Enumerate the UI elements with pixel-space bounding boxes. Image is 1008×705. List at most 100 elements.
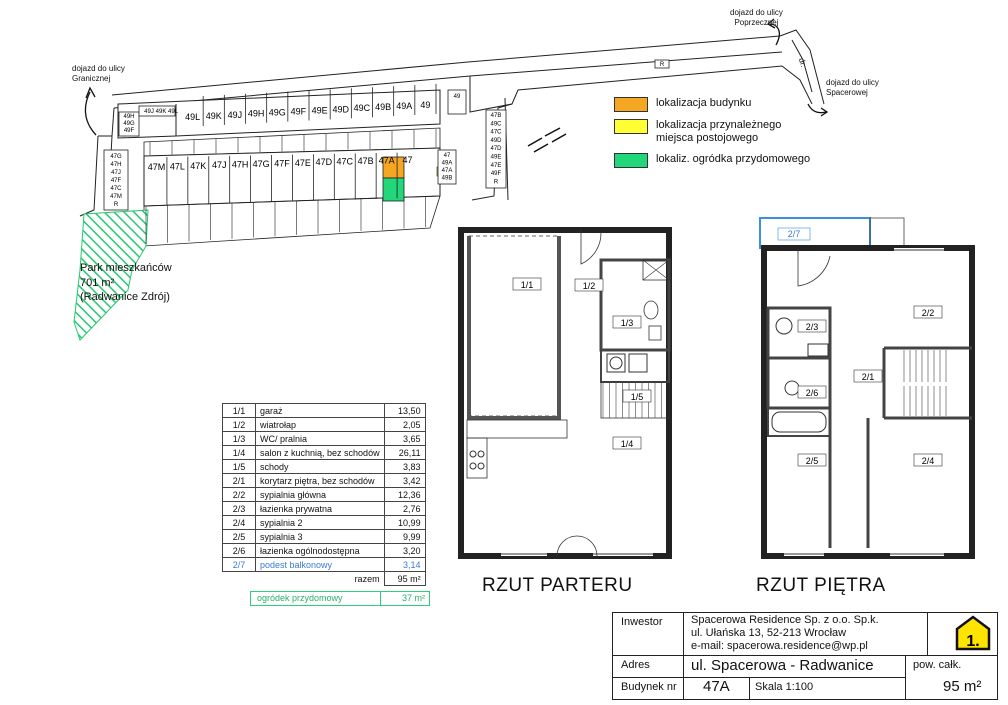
room-1-3: 1/3 xyxy=(621,318,634,328)
area-no: 2/6 xyxy=(222,543,256,558)
legend-swatch-garden xyxy=(614,153,648,168)
area-value: 10,99 xyxy=(383,515,426,530)
ground-floor-plan: 1/1 1/2 1/3 1/5 1/4 xyxy=(458,227,672,559)
unit-label: 47G xyxy=(253,159,270,169)
unit-label: 47M xyxy=(148,162,166,172)
area-no: 2/5 xyxy=(222,529,256,544)
unit-label: 49 xyxy=(454,94,461,100)
area-name: garaż xyxy=(255,403,385,418)
area-no: 1/1 xyxy=(222,403,256,418)
legend-label-parking: lokalizacja przynależnego miejsca postoj… xyxy=(656,119,782,144)
upper-plan-title: RZUT PIĘTRA xyxy=(756,575,886,596)
highlight-garden xyxy=(382,177,405,202)
title-block: Inwestor Spacerowa Residence Sp. z o.o. … xyxy=(612,612,998,700)
unit-label: 49B xyxy=(375,102,391,112)
scale: Skala 1:100 xyxy=(755,681,814,693)
unit-label: 47E xyxy=(295,158,311,168)
ground-plan-title: RZUT PARTERU xyxy=(482,575,633,596)
unit-label: 47F xyxy=(274,158,290,168)
area-value: 2,76 xyxy=(383,501,426,516)
unit-label: 49F xyxy=(124,128,135,134)
garden-area: ogródek przydomowy 37 m² xyxy=(250,591,430,606)
unit-label: 49K xyxy=(156,109,167,115)
unit-label: 47D xyxy=(490,146,502,152)
area-name: wiatrołap xyxy=(255,417,385,432)
logo: 1. xyxy=(955,615,991,651)
legend-label-garden: lokaliz. ogródka przydomowego xyxy=(656,153,811,165)
legend-item-building: lokalizacja budynku xyxy=(614,97,751,112)
unit-label: 47H xyxy=(232,160,249,170)
logo-text: 1. xyxy=(966,633,979,650)
area-no: 1/4 xyxy=(222,445,256,460)
area-value: 3,14 xyxy=(383,557,426,572)
unit-label: 49E xyxy=(312,105,328,115)
upper-floor-plan: 2/7 2/2 2/3 2/1 2/6 2/5 2/4 xyxy=(759,217,975,559)
room-1-1: 1/1 xyxy=(521,280,534,290)
unit-label: 49H xyxy=(248,109,265,119)
area-name: WC/ pralnia xyxy=(255,431,385,446)
total-value: 95 m² xyxy=(383,571,426,586)
unit-label: 47C xyxy=(490,130,502,136)
unit-label: 47K xyxy=(190,161,206,171)
unit-label: 49C xyxy=(490,121,502,127)
unit-label: 49D xyxy=(332,104,349,114)
unit-label: 49D xyxy=(490,138,502,144)
address-value: ul. Spacerowa - Radwanice xyxy=(691,657,874,674)
unit-label: 49G xyxy=(269,108,286,118)
unit-label: 47G xyxy=(110,154,122,160)
building-label: Budynek nr xyxy=(621,681,677,693)
unit-label: 49F xyxy=(291,107,307,117)
area-value: 13,50 xyxy=(383,403,426,418)
unit-label: R xyxy=(114,202,119,208)
area-value: 9,99 xyxy=(383,529,426,544)
area-name: sypialnia 2 xyxy=(255,515,385,530)
building-number: 47A xyxy=(703,678,730,695)
area-name: podest balkonowy xyxy=(255,557,385,572)
arrow-graniczna xyxy=(84,91,97,136)
legend-item-garden: lokaliz. ogródka przydomowego xyxy=(614,153,810,168)
room-1-5: 1/5 xyxy=(631,392,644,402)
label-spacerowa: dojazd do ulicy Spacerowej xyxy=(826,78,879,97)
unit-label: 49L xyxy=(185,112,200,122)
area-name: salon z kuchnią, bez schodów xyxy=(255,445,385,460)
area-value: 3,83 xyxy=(383,459,426,474)
unit-label: 47H xyxy=(110,162,121,168)
unit-label: 49H xyxy=(123,114,134,120)
unit-label: 49E xyxy=(491,155,502,161)
parking-east xyxy=(437,59,670,189)
label-poprzeczna: dojazd do ulicy Poprzecznej xyxy=(730,8,783,27)
unit-label: 49A xyxy=(442,161,453,167)
area-no: 1/3 xyxy=(222,431,256,446)
unit-label: 49 xyxy=(420,100,430,110)
road-symbol xyxy=(527,127,567,153)
area-no: 2/3 xyxy=(222,501,256,516)
area-value: 3,20 xyxy=(383,543,426,558)
garden-label: ogródek przydomowy xyxy=(257,593,343,603)
unit-label: 47A xyxy=(442,168,453,174)
unit-label: 49C xyxy=(354,103,371,113)
arrow-poprzeczna xyxy=(769,23,780,46)
unit-label: 49J xyxy=(144,109,154,115)
area-no: 1/2 xyxy=(222,417,256,432)
area-name: korytarz piętra, bez schodów xyxy=(255,473,385,488)
area-no: 1/5 xyxy=(222,459,256,474)
building-row-north xyxy=(117,89,441,139)
label-park-note: (Radwanice Zdrój) xyxy=(80,291,170,303)
unit-label: 47F xyxy=(111,178,122,184)
room-2-6: 2/6 xyxy=(806,388,819,398)
legend-swatch-parking xyxy=(614,119,648,134)
area-no: 2/2 xyxy=(222,487,256,502)
unit-label: 47C xyxy=(337,157,354,167)
area-value: 2,05 xyxy=(383,417,426,432)
room-2-1: 2/1 xyxy=(862,372,875,382)
parking-west xyxy=(103,105,176,211)
label-park-area: 701 m² xyxy=(80,277,115,289)
